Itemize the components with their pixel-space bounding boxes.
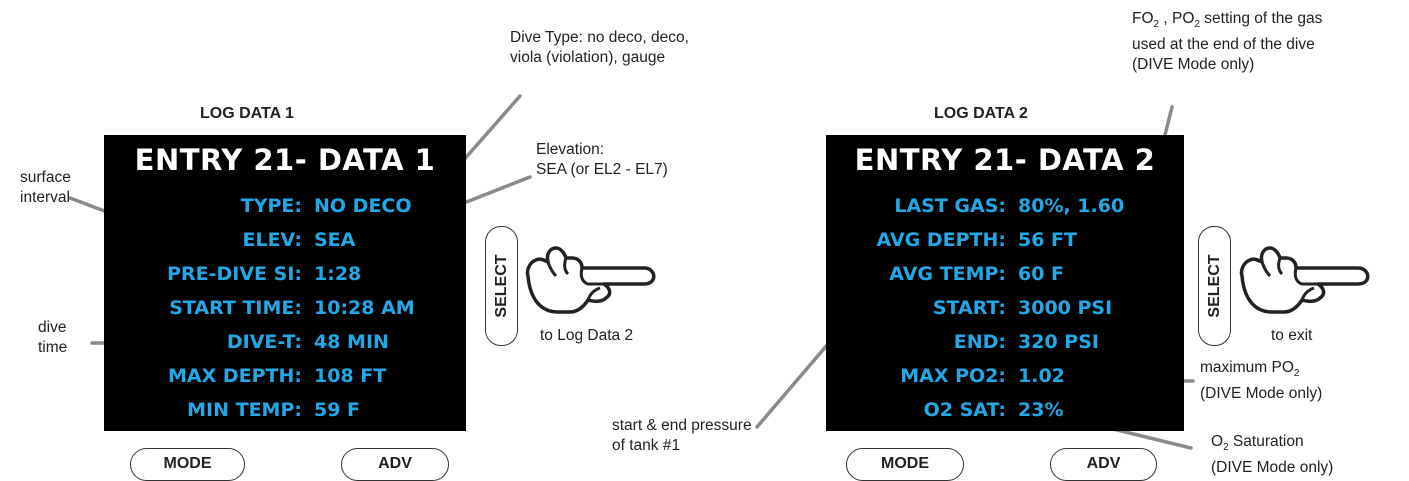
row-value: 1.02 (1018, 365, 1065, 387)
log-data-1-screen: ENTRY 21- DATA 1 TYPE: NO DECO ELEV: SEA… (104, 135, 466, 431)
annotation-line: start & end pressure (612, 417, 752, 434)
annotation-dive-time: dive time (38, 318, 67, 358)
row-value: 59 F (314, 399, 361, 421)
annotation-line: O2 Saturation (1211, 432, 1333, 458)
row-label: MAX DEPTH: (167, 365, 302, 387)
row-label: START: (932, 297, 1006, 319)
row-label: PRE-DIVE SI: (167, 263, 302, 285)
screen-title: ENTRY 21- DATA 1 (134, 143, 436, 177)
row-label: DIVE-T: (226, 331, 302, 353)
row-label: AVG DEPTH: (876, 229, 1006, 251)
annotation-surface-interval: surface interval (20, 168, 71, 208)
annotation-line: viola (violation), gauge (510, 49, 666, 66)
subscript: 2 (1194, 19, 1200, 31)
annotation-text: O (1211, 433, 1224, 450)
screen-title: ENTRY 21- DATA 2 (854, 143, 1156, 177)
select-button[interactable]: SELECT (485, 226, 518, 346)
row-value: 3000 PSI (1018, 297, 1113, 319)
log-data-1-title: LOG DATA 1 (200, 105, 294, 122)
log-data-2-screen: ENTRY 21- DATA 2 LAST GAS: 80%, 1.60 AVG… (826, 135, 1184, 431)
annotation-line: FO2 , PO2 setting of the gas (1132, 9, 1322, 35)
subscript: 2 (1153, 19, 1160, 31)
row-value: NO DECO (314, 195, 412, 217)
annotation-line: used at the end of the dive (1132, 36, 1315, 54)
annotation-line: interval (20, 189, 70, 206)
mode-button[interactable]: MODE (130, 448, 245, 481)
log-data-2-title: LOG DATA 2 (934, 105, 1028, 122)
select-button-label: SELECT (492, 254, 510, 318)
row-label: AVG TEMP: (889, 263, 1006, 285)
mode-button[interactable]: MODE (846, 448, 964, 481)
annotation-line: (DIVE Mode only) (1200, 385, 1323, 403)
row-label: ELEV: (242, 229, 302, 251)
row-value: 108 FT (314, 365, 387, 387)
row-label: MAX PO2: (900, 365, 1006, 387)
subscript: 2 (1293, 368, 1300, 380)
annotation-line: Elevation: (536, 141, 605, 158)
annotation-dive-type: Dive Type: no deco, deco, viola (violati… (510, 28, 689, 68)
annotation-line: SEA (or EL2 - EL7) (536, 161, 668, 178)
annotation-line: surface (20, 169, 71, 186)
row-value: 56 FT (1018, 229, 1077, 251)
pointing-hand-icon (1239, 246, 1370, 314)
row-label: TYPE: (240, 195, 302, 217)
annotation-line: Dive Type: no deco, deco, (510, 29, 689, 46)
row-label: LAST GAS: (894, 195, 1006, 217)
select-caption-2: to exit (1271, 327, 1313, 344)
annotation-fo2-po2: FO2 , PO2 setting of the gas used at the… (1132, 9, 1322, 75)
row-value: 80%, 1.60 (1018, 195, 1125, 217)
row-label: MIN TEMP: (187, 399, 302, 421)
annotation-o2-saturation: O2 Saturation (DIVE Mode only) (1211, 432, 1333, 478)
row-value: 1:28 (314, 263, 362, 285)
row-value: 48 MIN (314, 331, 389, 353)
annotation-text: , PO (1159, 10, 1195, 27)
row-value: 320 PSI (1018, 331, 1099, 353)
annotation-max-po2: maximum PO2 (DIVE Mode only) (1200, 358, 1322, 404)
pointing-hand-icon (525, 246, 656, 314)
adv-button[interactable]: ADV (1050, 448, 1157, 481)
row-value: SEA (314, 229, 356, 251)
annotation-line: (DIVE Mode only) (1211, 459, 1334, 477)
select-button-label: SELECT (1205, 254, 1223, 318)
annotation-line: maximum PO2 (1200, 358, 1322, 384)
row-value: 10:28 AM (314, 297, 415, 319)
row-label: START TIME: (169, 297, 302, 319)
annotation-line: dive (38, 319, 67, 336)
row-value: 23% (1018, 399, 1064, 421)
annotation-start-end-pressure: start & end pressure of tank #1 (612, 416, 752, 456)
select-button[interactable]: SELECT (1198, 226, 1231, 346)
adv-button[interactable]: ADV (341, 448, 449, 481)
row-value: 60 F (1018, 263, 1065, 285)
annotation-line: of tank #1 (612, 437, 681, 454)
annotation-text: maximum PO (1200, 359, 1294, 376)
subscript: 2 (1223, 442, 1229, 454)
row-label: END: (953, 331, 1006, 353)
annotation-line: (DIVE Mode only) (1132, 56, 1255, 74)
select-caption-1: to Log Data 2 (540, 327, 634, 344)
annotation-text: Saturation (1228, 433, 1304, 450)
annotation-elevation: Elevation: SEA (or EL2 - EL7) (536, 140, 668, 180)
annotation-text: FO (1132, 10, 1154, 27)
annotation-line: time (38, 339, 68, 356)
row-label: O2 SAT: (923, 399, 1006, 421)
annotation-text: setting of the gas (1199, 10, 1323, 27)
